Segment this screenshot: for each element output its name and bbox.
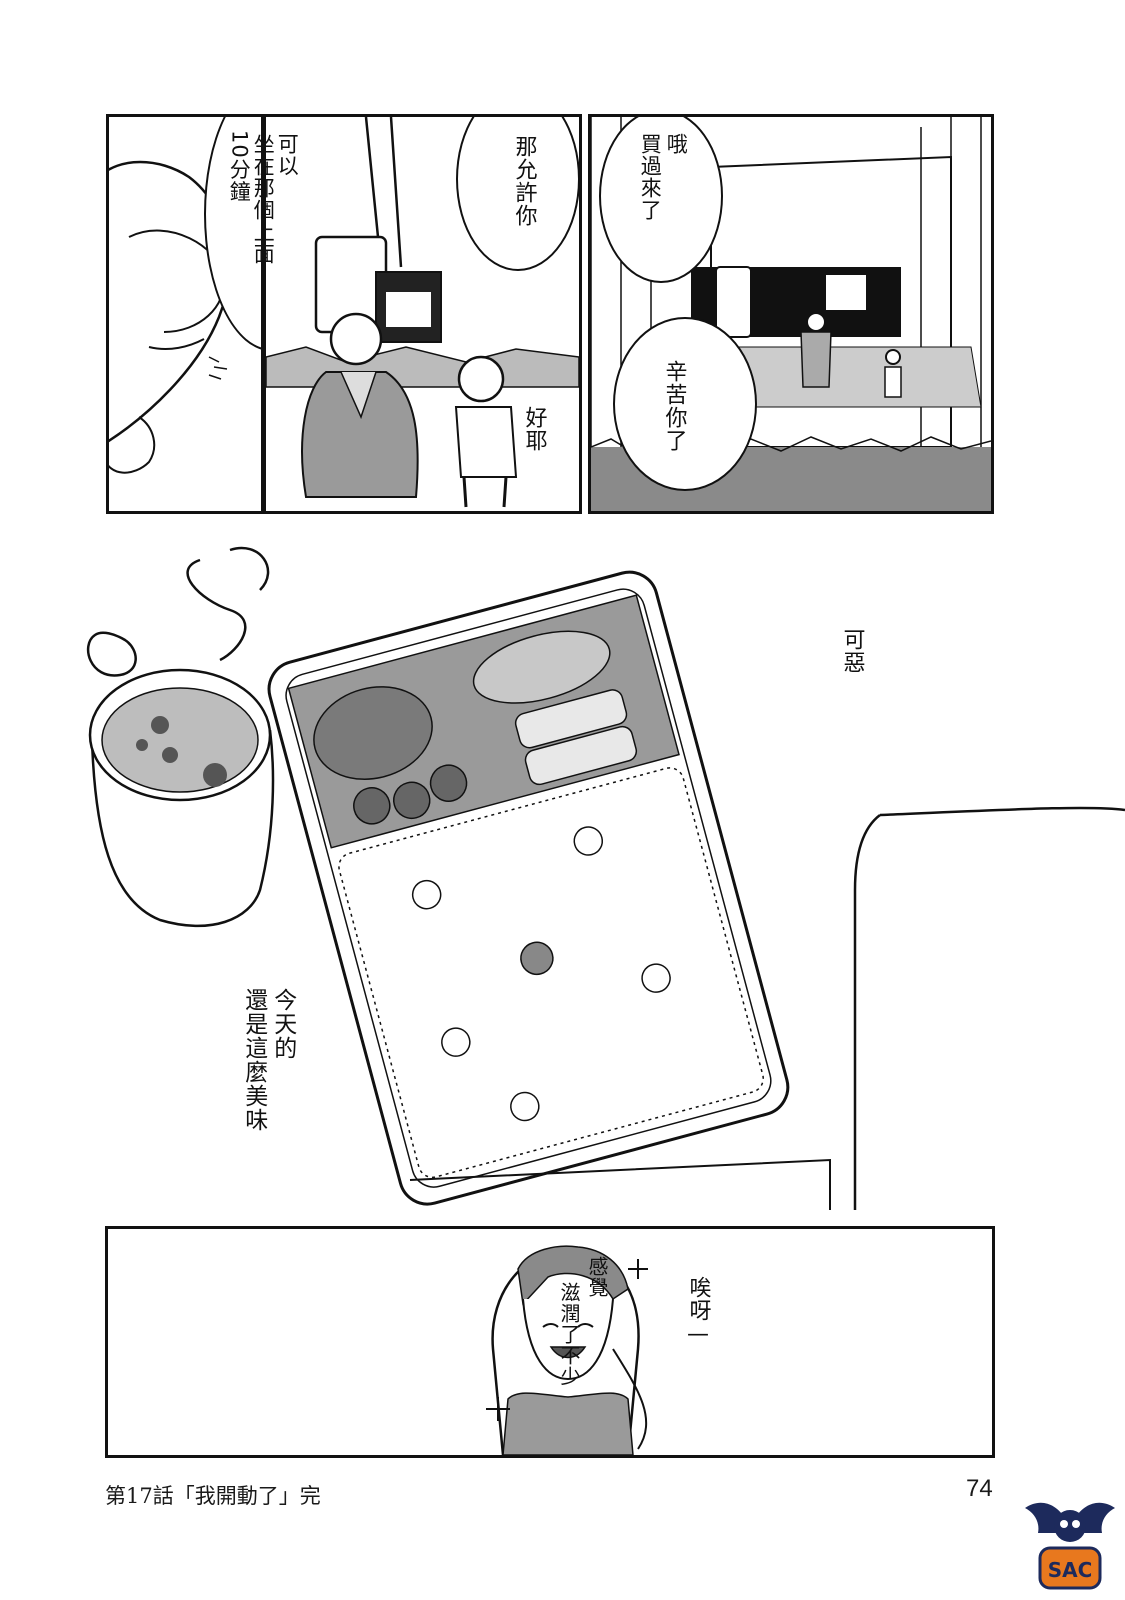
speech-bubble-2 xyxy=(456,117,579,271)
panel-1-face-closeup xyxy=(106,114,264,514)
sac-logo-drawing: SAC xyxy=(1025,1502,1115,1590)
excavator-scene-drawing xyxy=(266,117,579,508)
thought-line-2: 滋潤了不少 xyxy=(557,1282,581,1387)
bat-mascot-icon: SAC xyxy=(1020,1478,1120,1596)
speech-bubble-4 xyxy=(613,317,757,491)
panel-2-worker-and-child xyxy=(263,114,582,514)
page-number: 74 xyxy=(966,1475,993,1502)
woman-drawing xyxy=(486,1245,648,1455)
bubble-right-text: 唉呀— xyxy=(685,1276,711,1348)
bubble-1-line-3: 10分鐘 xyxy=(227,130,252,203)
bubble-3-line-2: 買過來了 xyxy=(638,133,663,221)
bubble-2-text: 那允許你 xyxy=(511,135,537,227)
bubble-4-text: 辛苦你了 xyxy=(661,360,687,452)
bubble-3-line-1: 哦 xyxy=(664,133,689,155)
bubble-1-line-2: 坐在那個上面 xyxy=(251,133,276,265)
caption-line-1: 今天的 xyxy=(269,988,296,1060)
panel-3-construction-site xyxy=(588,114,994,514)
caption-line-2: 還是這麼美味 xyxy=(240,988,267,1132)
bubble-1-line-1: 可以 xyxy=(275,133,300,177)
thought-line-1: 感覺 xyxy=(585,1256,609,1298)
svg-text:SAC: SAC xyxy=(1048,1558,1093,1582)
speech-bubble-3 xyxy=(599,117,723,283)
exclaim-text: 好耶 xyxy=(521,406,547,452)
food-panel-right-text: 可惡 xyxy=(839,628,865,674)
chapter-end-title: 第17話「我開動了」完 xyxy=(105,1484,321,1508)
panel-bottom-woman-smiling xyxy=(105,1226,995,1458)
bento-illustration xyxy=(86,546,1125,1210)
